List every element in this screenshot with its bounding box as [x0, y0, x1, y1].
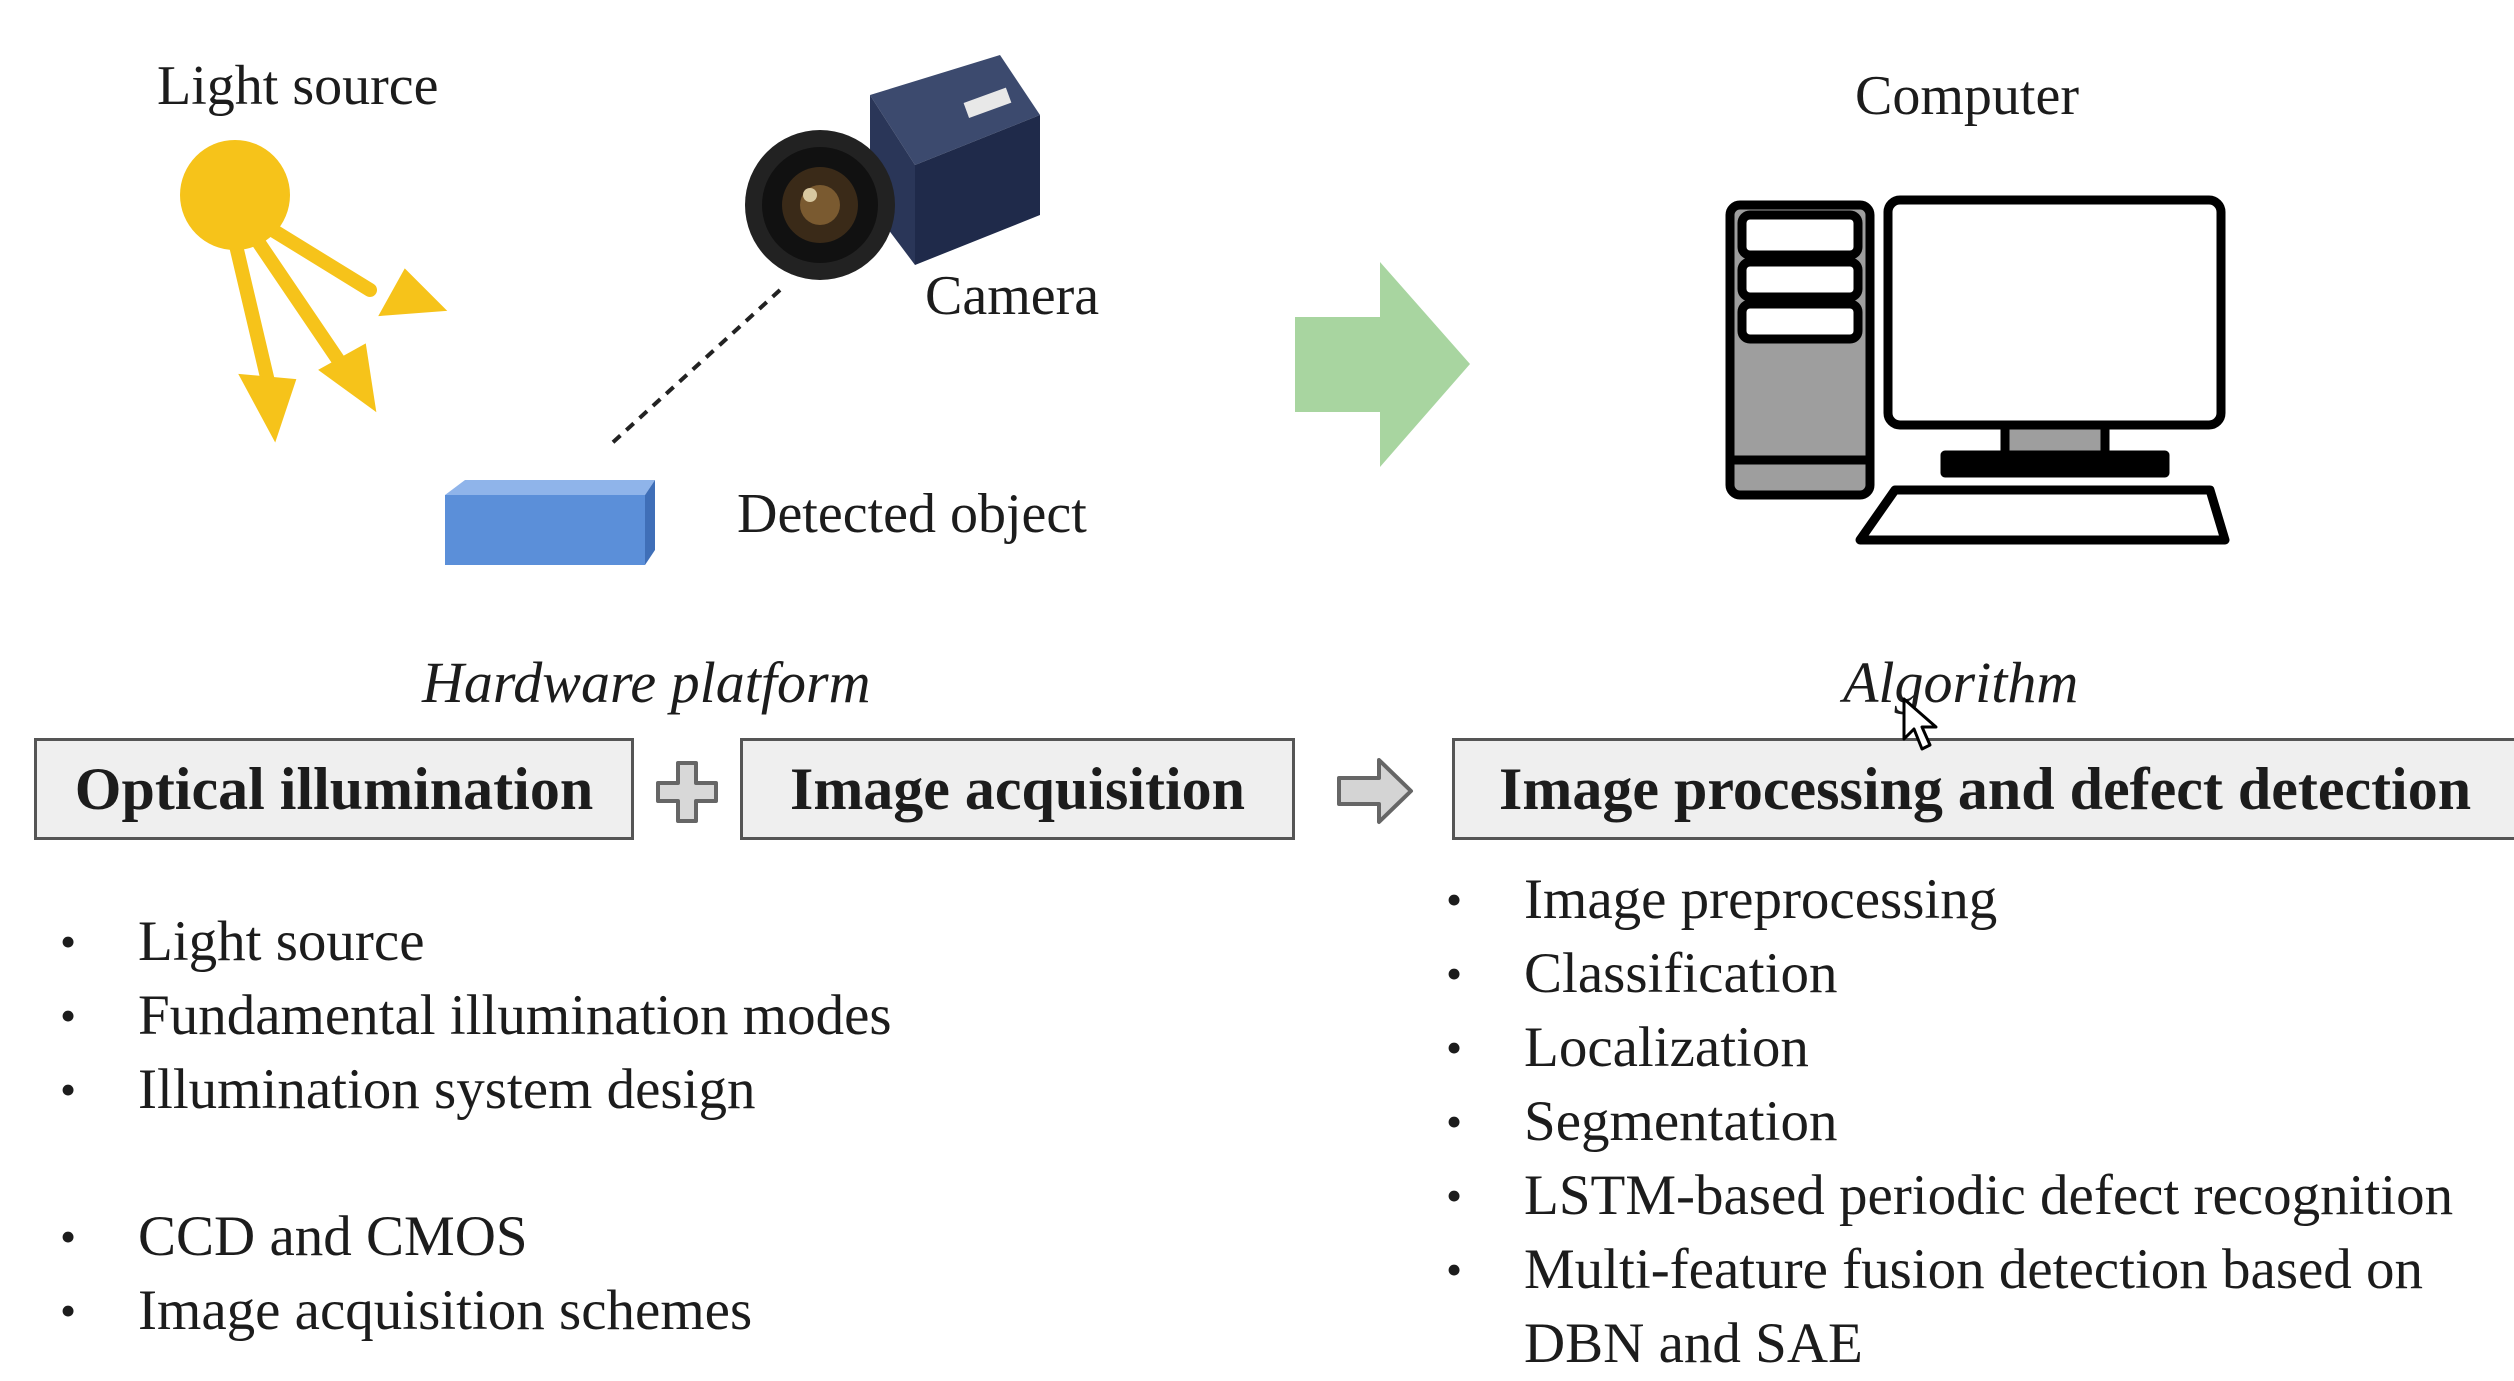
list-item: Image preprocessing — [1420, 863, 2484, 937]
box-image-acquisition: Image acquisition — [740, 738, 1295, 840]
box-optical-illumination: Optical illumination — [34, 738, 634, 840]
label-light-source: Light source — [157, 55, 439, 117]
list-item: Image acquisition schemes — [34, 1274, 752, 1348]
plus-icon — [656, 761, 718, 823]
list-item: Multi-feature fusion detection based on … — [1420, 1233, 2484, 1381]
computer-icon — [1725, 195, 2230, 545]
box-image-processing: Image processing and defect detection — [1452, 738, 2514, 840]
label-camera: Camera — [925, 265, 1100, 327]
label-detected-object: Detected object — [737, 483, 1087, 545]
list-item: Segmentation — [1420, 1085, 2484, 1159]
object-block-icon — [445, 480, 655, 565]
list-item-text: Multi-feature fusion detection based on … — [1524, 1238, 2424, 1375]
list-item: LSTM-based periodic defect recognition — [1420, 1159, 2484, 1233]
algorithm-list: Image preprocessing Classification Local… — [1420, 863, 2484, 1381]
acquisition-list: CCD and CMOS Image acquisition schemes — [34, 1200, 752, 1348]
small-arrow-icon — [1337, 758, 1413, 824]
caption-algorithm: Algorithm — [1843, 650, 2079, 715]
list-item: CCD and CMOS — [34, 1200, 752, 1274]
camera-icon — [745, 55, 1040, 280]
list-item: Classification — [1420, 937, 2484, 1011]
list-item: Localization — [1420, 1011, 2484, 1085]
list-item: Fundamental illumination modes — [34, 979, 892, 1053]
caption-hardware-platform: Hardware platform — [422, 650, 871, 715]
list-item: Illumination system design — [34, 1053, 892, 1127]
label-computer: Computer — [1855, 65, 2079, 127]
sun-icon — [180, 140, 448, 443]
camera-view-line — [608, 288, 782, 447]
list-item: Light source — [34, 905, 892, 979]
big-arrow-icon — [1295, 262, 1470, 467]
cursor-icon — [1902, 697, 1938, 751]
illumination-list: Light source Fundamental illumination mo… — [34, 905, 892, 1127]
